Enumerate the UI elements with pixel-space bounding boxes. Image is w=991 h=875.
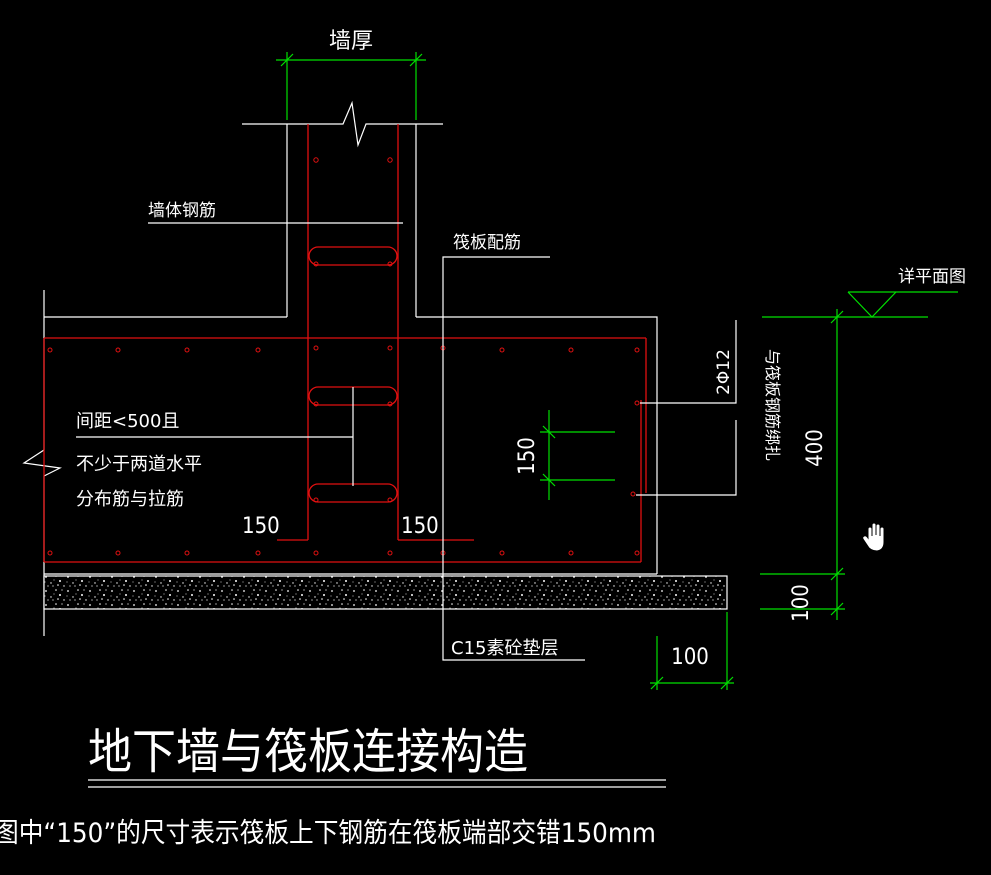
spacing-note-line1: 间距<500且 [76,411,179,432]
drawing-note: 图中“150”的尺寸表示筏板上下钢筋在筏板端部交错150mm [0,818,656,849]
cushion-label: C15素砼垫层 [451,638,558,659]
dim-100-horizontal [650,612,734,690]
wall-rebar [277,124,474,541]
lap-150-right: 150 [401,514,439,539]
spacing-note-line2: 不少于两道水平 [76,454,202,475]
bar-tie-label: 与筏板钢筋绑扎 [763,349,782,461]
lap-150-left: 150 [242,514,280,539]
dim-150-vertical [540,410,615,500]
drawing-title: 地下墙与筏板连接构造 [88,724,528,780]
wall-outline [22,100,658,636]
spacing-note-line3: 分布筋与拉筋 [76,489,184,510]
wall-rebar-label: 墙体钢筋 [148,201,216,221]
leader-lines [76,222,737,661]
raft-rebar [43,337,647,563]
dim-400-label: 400 [803,429,828,467]
wall-thickness-dimension [276,52,426,120]
raft-rebar-label: 筏板配筋 [453,233,521,253]
wall-thickness-label: 墙厚 [329,29,373,54]
dim-100-horizontal-label: 100 [671,645,709,670]
dim-150-vertical-label: 150 [515,437,540,475]
bar-count-label: 2Φ12 [714,349,734,395]
see-plan-label: 详平面图 [898,267,966,287]
c15-cushion-layer [43,575,728,610]
hand-cursor-icon [862,522,885,552]
elevation-dimensions [760,291,958,620]
dim-100-vertical-label: 100 [789,584,814,622]
